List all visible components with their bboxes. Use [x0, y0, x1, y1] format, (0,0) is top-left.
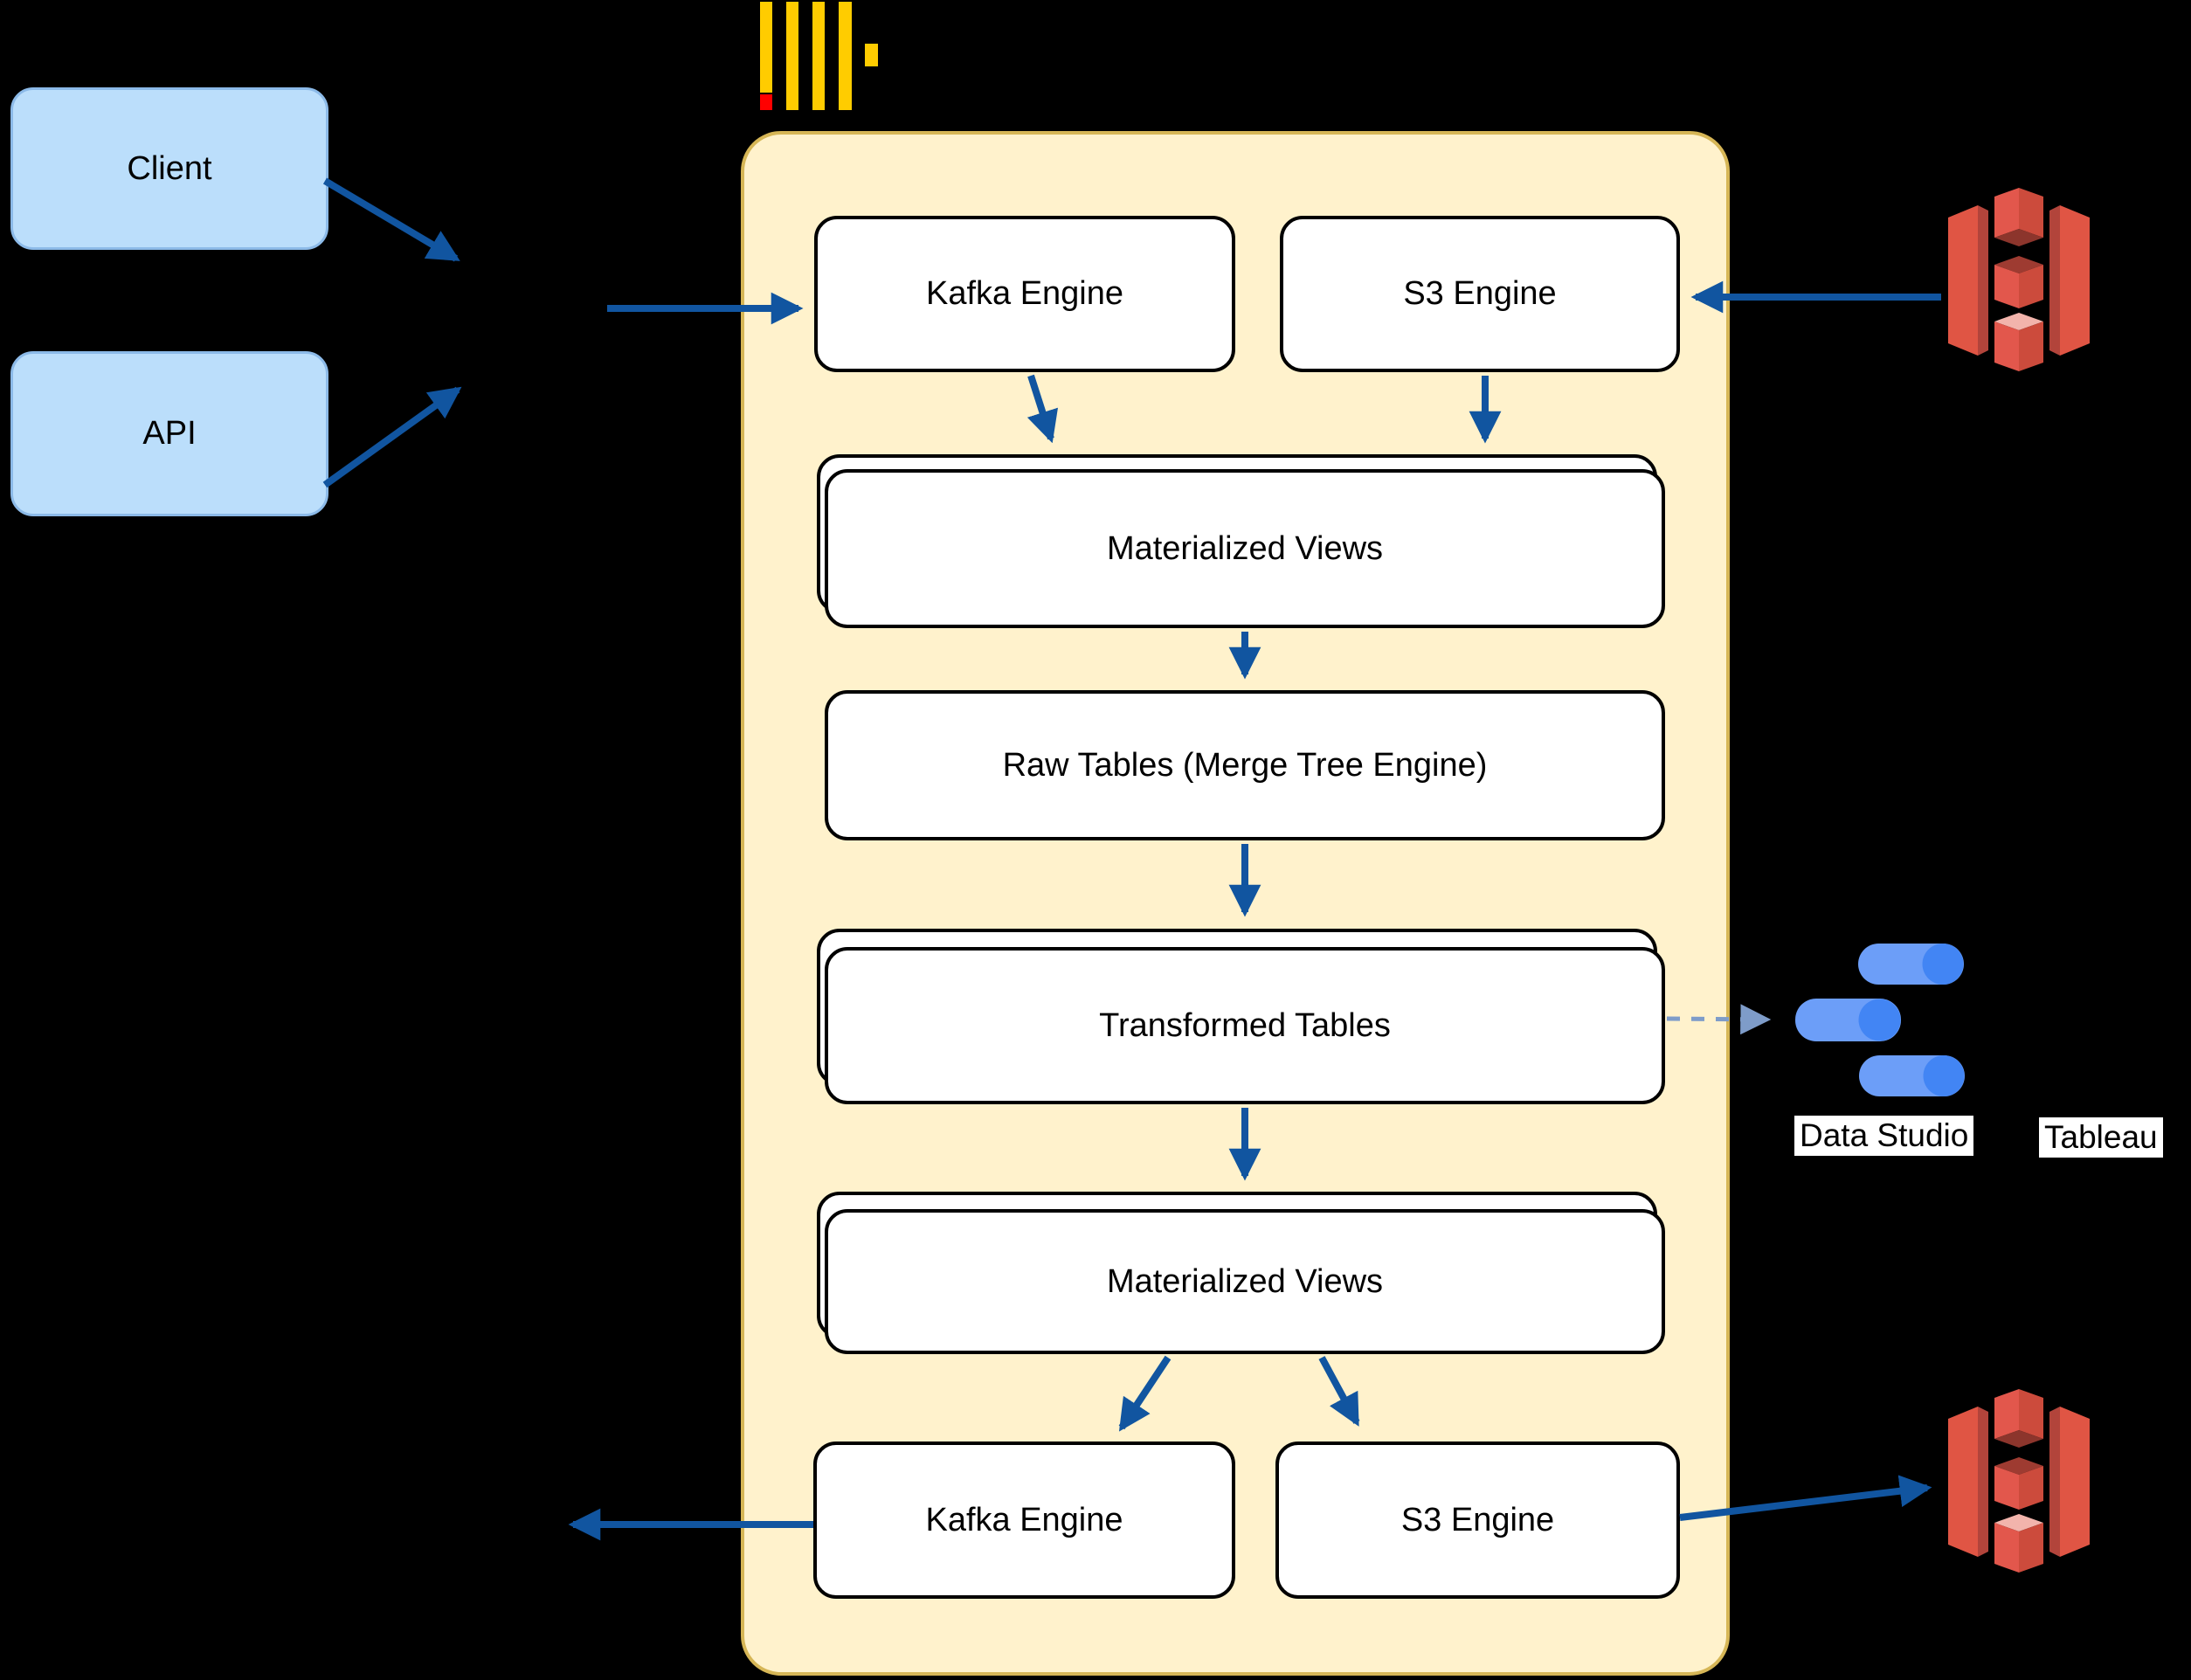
aws-s3-icon-bottom	[1948, 1389, 2090, 1573]
materialized-views-top-node: Materialized Views	[825, 469, 1665, 628]
s3-engine-top-node: S3 Engine	[1280, 216, 1680, 372]
api-label: API	[142, 415, 197, 452]
materialized-views-bottom-label: Materialized Views	[1106, 1262, 1384, 1300]
raw-tables-label: Raw Tables (Merge Tree Engine)	[1002, 746, 1488, 784]
kafka-engine-bottom-label: Kafka Engine	[925, 1501, 1123, 1538]
s3-engine-bottom-node: S3 Engine	[1275, 1441, 1680, 1599]
s3-engine-top-label: S3 Engine	[1403, 275, 1557, 312]
client-node: Client	[10, 87, 328, 250]
materialized-views-top-label: Materialized Views	[1106, 529, 1384, 567]
transformed-tables-node: Transformed Tables	[825, 947, 1665, 1104]
edge-api-to-junction	[322, 386, 462, 488]
client-label: Client	[127, 149, 212, 187]
materialized-views-bottom-node: Materialized Views	[825, 1209, 1665, 1354]
kafka-engine-top-node: Kafka Engine	[814, 216, 1235, 372]
raw-tables-node: Raw Tables (Merge Tree Engine)	[825, 690, 1665, 840]
tableau-label: Tableau	[2039, 1117, 2163, 1158]
edge-client-to-junction	[322, 177, 460, 262]
kafka-engine-top-label: Kafka Engine	[925, 275, 1124, 312]
aws-s3-icon-top	[1948, 188, 2090, 371]
api-node: API	[10, 351, 328, 516]
clickhouse-logo-icon	[760, 2, 878, 110]
data-studio-logo-icon	[1795, 944, 1965, 1096]
data-studio-label: Data Studio	[1794, 1116, 1974, 1156]
transformed-tables-label: Transformed Tables	[1099, 1006, 1391, 1044]
kafka-engine-bottom-node: Kafka Engine	[813, 1441, 1235, 1599]
s3-engine-bottom-label: S3 Engine	[1400, 1501, 1555, 1538]
